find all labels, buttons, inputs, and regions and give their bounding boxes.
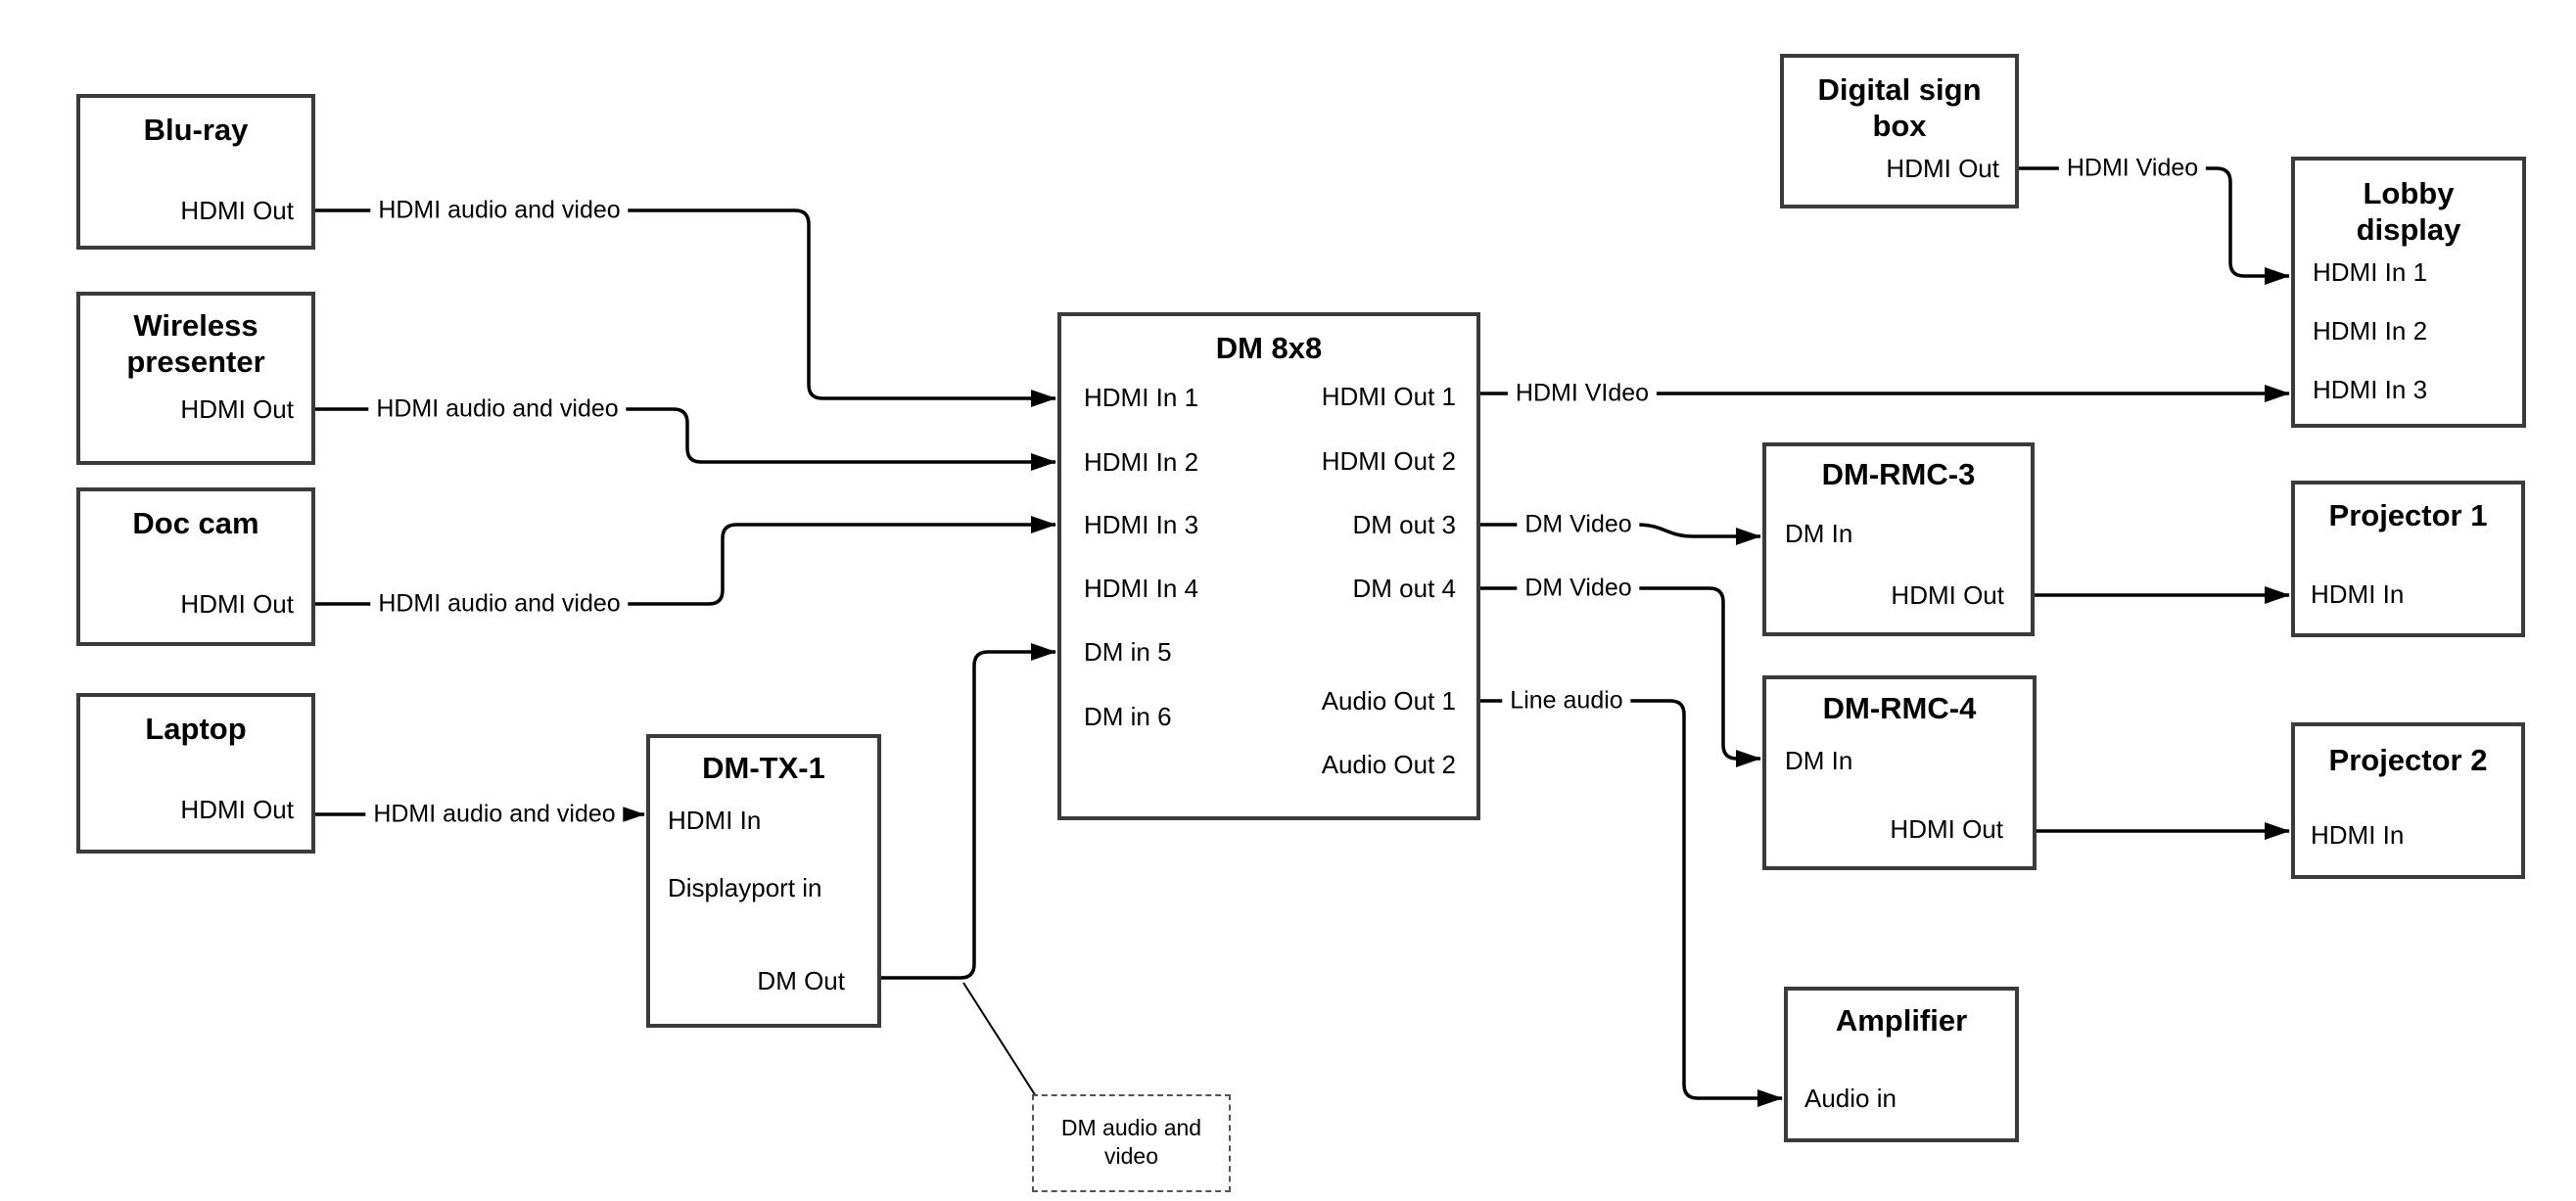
port-laptop-hdmi-out: HDMI Out: [180, 795, 294, 824]
connector-dm8x8-out4-to-dmrmc4: [1480, 586, 1761, 767]
port-dm8x8-hdmi-in-3: HDMI In 3: [1084, 510, 1199, 539]
node-projector-2-title: Projector 2: [2328, 743, 2488, 777]
port-dm8x8-hdmi-out-1: HDMI Out 1: [1321, 382, 1456, 411]
port-doccam-hdmi-out: HDMI Out: [180, 589, 294, 619]
port-dmtx1-hdmi-in: HDMI In: [668, 806, 762, 835]
connector-dm8x8-aout1-to-amp: [1480, 699, 1783, 1107]
port-dmtx1-displayport-in: Displayport in: [668, 873, 822, 902]
port-dm8x8-audio-out-1: Audio Out 1: [1321, 686, 1456, 716]
port-dmrmc4-hdmi-out: HDMI Out: [1890, 814, 2003, 844]
port-proj2-hdmi-in: HDMI In: [2311, 820, 2405, 850]
port-dm8x8-hdmi-out-2: HDMI Out 2: [1321, 446, 1456, 476]
port-dmrmc3-hdmi-out: HDMI Out: [1891, 580, 2004, 610]
note-line-2: video: [1104, 1143, 1158, 1169]
node-amplifier: Amplifier Audio in: [1784, 987, 2019, 1142]
port-dm8x8-dm-out-4: DM out 4: [1352, 574, 1457, 603]
port-lobby-hdmi-in-3: HDMI In 3: [2313, 375, 2428, 404]
port-dm8x8-audio-out-2: Audio Out 2: [1321, 750, 1456, 779]
port-bluray-hdmi-out: HDMI Out: [180, 196, 294, 225]
node-dm-rmc-4: DM-RMC-4 DM In HDMI Out: [1762, 675, 2037, 870]
node-laptop: Laptop HDMI Out: [76, 693, 315, 854]
wire-label-hdmi-video-sign: HDMI Video: [2058, 154, 2207, 183]
node-doc-cam-title: Doc cam: [132, 506, 259, 540]
connector-bluray-to-dm8x8-in1: [315, 208, 1056, 407]
wire-label-laptop-hdmi-av: HDMI audio and video: [365, 800, 624, 829]
node-laptop-title: Laptop: [145, 712, 247, 746]
wire-label-dm-video-out4: DM Video: [1517, 574, 1640, 603]
port-dmrmc3-dm-in: DM In: [1785, 519, 1853, 548]
connector-wireless-to-dm8x8-in2: [315, 407, 1056, 471]
note-line-1: DM audio and: [1060, 1115, 1202, 1140]
node-dm-tx-1: DM-TX-1 HDMI In Displayport in DM Out: [646, 734, 881, 1028]
wire-label-doccam-hdmi-av: HDMI audio and video: [370, 589, 629, 619]
node-dm-rmc-3: DM-RMC-3 DM In HDMI Out: [1762, 442, 2035, 636]
node-projector-1-title: Projector 1: [2328, 498, 2488, 532]
port-amp-audio-in: Audio in: [1804, 1084, 1897, 1113]
node-projector-2: Projector 2 HDMI In: [2291, 722, 2525, 879]
port-dm8x8-dm-out-3: DM out 3: [1352, 510, 1457, 539]
wire-label-bluray-hdmi-av: HDMI audio and video: [370, 196, 629, 225]
port-wireless-hdmi-out: HDMI Out: [180, 394, 294, 424]
port-dmrmc4-dm-in: DM In: [1785, 746, 1853, 775]
node-projector-1: Projector 1 HDMI In: [2291, 481, 2525, 637]
wire-label-wireless-hdmi-av: HDMI audio and video: [368, 394, 627, 424]
connector-doccam-to-dm8x8-in3: [315, 516, 1056, 606]
port-dm8x8-hdmi-in-2: HDMI In 2: [1084, 447, 1199, 477]
port-digitalsign-hdmi-out: HDMI Out: [1886, 154, 1999, 183]
port-dm8x8-hdmi-in-1: HDMI In 1: [1084, 383, 1199, 412]
node-dm-rmc-4-title: DM-RMC-4: [1822, 691, 1977, 725]
port-dm8x8-dm-in-5: DM in 5: [1084, 637, 1172, 667]
port-lobby-hdmi-in-2: HDMI In 2: [2313, 316, 2428, 346]
port-dmtx1-dm-out: DM Out: [757, 966, 845, 995]
node-doc-cam: Doc cam HDMI Out: [76, 487, 315, 646]
wire-label-line-audio: Line audio: [1502, 686, 1631, 716]
node-dm-rmc-3-title: DM-RMC-3: [1821, 457, 1976, 491]
node-bluray-title: Blu-ray: [143, 113, 249, 147]
node-bluray: Blu-ray HDMI Out: [76, 94, 315, 250]
note-leader-line: [962, 982, 1037, 1097]
port-dm8x8-dm-in-6: DM in 6: [1084, 702, 1172, 731]
connector-digitalsign-to-lobby-in1: [2019, 166, 2290, 285]
node-dm-tx-1-title: DM-TX-1: [702, 751, 825, 785]
port-dm8x8-hdmi-in-4: HDMI In 4: [1084, 574, 1199, 603]
node-amplifier-title: Amplifier: [1835, 1003, 1968, 1038]
node-dm-8x8-title: DM 8x8: [1215, 331, 1323, 365]
connector-dmtx1-to-dm8x8-in5: [881, 643, 1056, 980]
wire-label-hdmi-video-out1: HDMI VIdeo: [1507, 379, 1658, 408]
wire-label-dm-video-out3: DM Video: [1517, 510, 1640, 539]
note-dm-audio-and-video: DM audio and video: [1032, 1094, 1231, 1192]
node-dm-8x8: DM 8x8 HDMI In 1 HDMI In 2 HDMI In 3 HDM…: [1057, 312, 1480, 820]
port-proj1-hdmi-in: HDMI In: [2311, 579, 2405, 609]
port-lobby-hdmi-in-1: HDMI In 1: [2313, 257, 2428, 287]
